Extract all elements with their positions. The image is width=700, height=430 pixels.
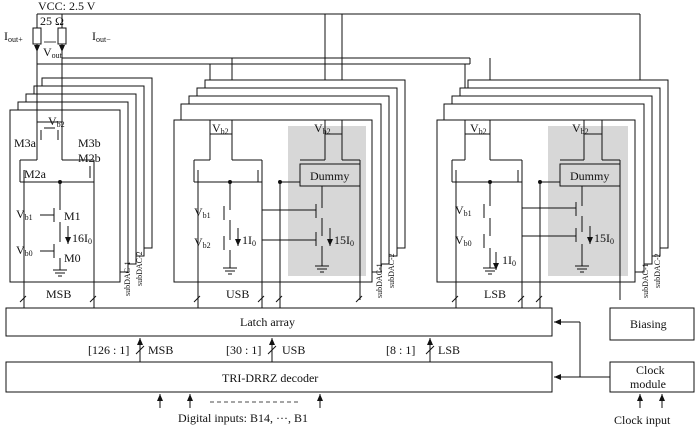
vout-label: Vout xyxy=(43,45,63,60)
lsb-label: LSB xyxy=(484,287,506,301)
clock-input-label: Clock input xyxy=(614,413,671,427)
usb-current-small: 1I0 xyxy=(242,233,256,248)
iout-neg-label: Iout− xyxy=(92,29,111,44)
clock-label-line2: module xyxy=(630,377,666,391)
msb-bus-range: [126 : 1] xyxy=(88,343,129,357)
lsb-current-big: 15I0 xyxy=(594,231,614,246)
lsb-subdac1: subDAC-1 xyxy=(641,263,650,298)
lsb-block: Vb2 Vb1 Vb0 1I0 Vb2 Dummy xyxy=(436,79,669,301)
clock-label-line1: Clock xyxy=(636,363,665,377)
msb-vb0: Vb0 xyxy=(16,243,33,258)
lsb-subdac2: subDAC-2 xyxy=(653,253,662,288)
usb-vb2c: Vb2 xyxy=(314,121,331,136)
latch-array-block xyxy=(5,307,553,337)
msb-subdac1: subDAC-1 xyxy=(123,261,132,296)
biasing-block xyxy=(609,307,695,341)
msb-m0: M0 xyxy=(64,251,81,265)
msb-m2a: M2a xyxy=(24,167,47,181)
iout-pos-label: Iout+ xyxy=(4,29,23,44)
usb-dummy: Dummy xyxy=(310,169,349,183)
usb-subdac1: subDAC-1 xyxy=(375,263,384,298)
biasing-label: Biasing xyxy=(630,317,667,331)
msb-vb2: Vb2 xyxy=(48,114,65,129)
msb-current: 16I0 xyxy=(72,231,92,246)
bus-ticks xyxy=(19,295,543,303)
msb-bus-label: MSB xyxy=(148,343,173,357)
usb-bus-label: USB xyxy=(282,343,305,357)
lsb-bus-label: LSB xyxy=(438,343,460,357)
usb-label: USB xyxy=(226,287,249,301)
msb-label: MSB xyxy=(46,287,71,301)
vcc-label: VCC: 2.5 V xyxy=(38,0,96,13)
msb-block: Vb2 M3a M3b M2a M2b Vb1 M1 16I0 Vb0 M0 xyxy=(9,58,153,301)
load-resistor-value: 25 Ω xyxy=(40,14,64,28)
lsb-vb1: Vb1 xyxy=(455,203,472,218)
msb-subdac2: subDAC-2 xyxy=(135,251,144,286)
decoder-block xyxy=(5,361,553,393)
usb-block: Vb2 Vb1 Vb2 1I0 Vb2 Dummy xyxy=(173,79,406,301)
msb-m3b: M3b xyxy=(78,136,101,150)
msb-m3a: M3a xyxy=(14,136,37,150)
msb-m2b: M2b xyxy=(78,151,101,165)
load-resistor-left xyxy=(32,27,42,45)
lsb-dummy: Dummy xyxy=(570,169,609,183)
lsb-vb2: Vb2 xyxy=(470,121,487,136)
usb-vb2: Vb2 xyxy=(212,121,229,136)
lsb-vb0: Vb0 xyxy=(455,233,472,248)
msb-vb1: Vb1 xyxy=(16,207,33,222)
lsb-vb2c: Vb2 xyxy=(572,121,589,136)
latch-array-label: Latch array xyxy=(240,315,295,329)
digital-inputs-label: Digital inputs: B14, ···, B1 xyxy=(178,411,308,425)
msb-m1: M1 xyxy=(64,209,81,223)
usb-dummy-region xyxy=(288,126,366,276)
decoder-label: TRI-DRRZ decoder xyxy=(222,371,318,385)
usb-current-big: 15I0 xyxy=(334,233,354,248)
usb-subdac2: subDAC-2 xyxy=(387,253,396,288)
lsb-bus-range: [8 : 1] xyxy=(386,343,415,357)
lsb-current-small: 1I0 xyxy=(502,253,516,268)
lsb-dummy-region xyxy=(548,126,628,276)
usb-bus-range: [30 : 1] xyxy=(226,343,261,357)
load-resistor-right xyxy=(57,27,67,45)
msb-front-panel xyxy=(9,109,121,283)
